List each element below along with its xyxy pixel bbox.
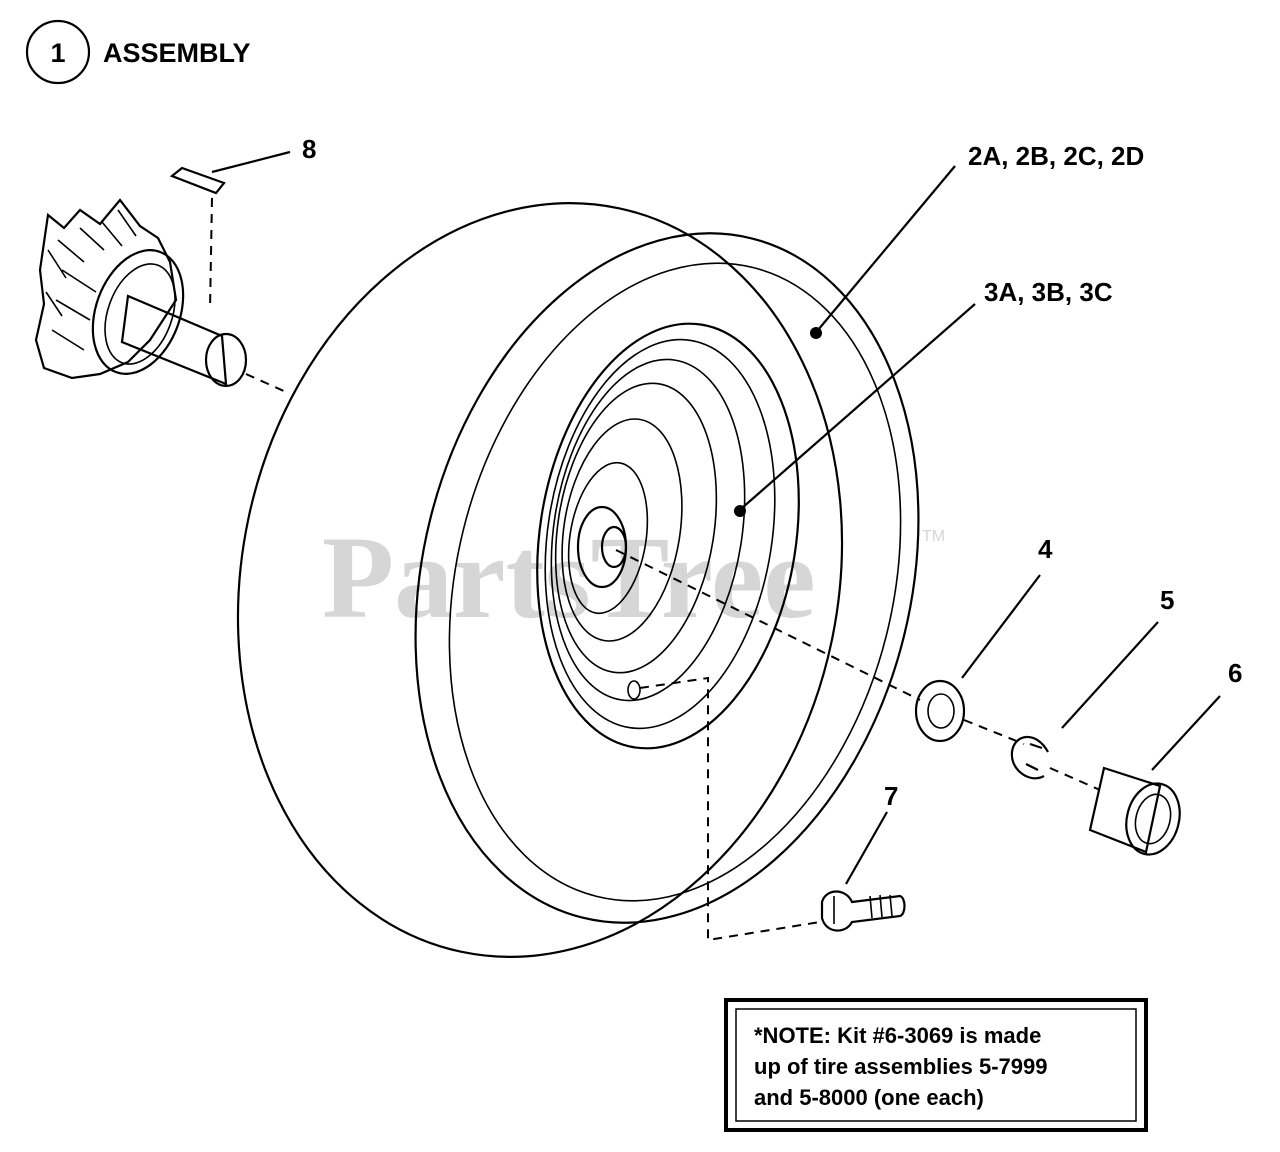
leader-2: [817, 165, 956, 331]
valve-hole: [627, 680, 641, 700]
washer-outer: [914, 679, 966, 743]
key-shape: [169, 166, 226, 195]
bushing-part: [1088, 766, 1181, 856]
note-line-1: *NOTE: Kit #6-3069 is made: [754, 1023, 1041, 1048]
leader-lines: [211, 150, 1221, 885]
leader-6: [1151, 695, 1221, 771]
note-border-inner: [735, 1008, 1137, 1122]
clip-shape: [1010, 735, 1049, 780]
callout-4: 4: [1038, 534, 1053, 564]
assembly-title: ASSEMBLY: [103, 38, 251, 68]
watermark-trademark: TM: [922, 528, 945, 545]
washer-to-clip-dash: [963, 719, 1025, 745]
callout-8: 8: [302, 134, 316, 164]
leader-3: [741, 303, 976, 509]
bushing-face-inner: [1134, 793, 1172, 845]
valve-hole-dash: [639, 676, 821, 942]
wheel-rim-drawing: [536, 322, 800, 750]
washer-inner: [927, 693, 955, 729]
gear-tooth-lines: [45, 209, 137, 351]
gear-body: [34, 198, 178, 380]
note-line-3: and 5-8000 (one each): [754, 1085, 984, 1110]
rim-ring-5: [567, 461, 649, 615]
rim-outer: [536, 322, 800, 750]
bushing-body: [1088, 766, 1162, 854]
assembly-header: 1 ASSEMBLY: [25, 19, 251, 85]
watermark-text: PartsTree: [322, 512, 816, 643]
valve-stem-body: [820, 890, 906, 932]
axle-to-wheel-dash: [245, 373, 287, 393]
assembly-number-circle: [25, 19, 91, 85]
bearing-flange-inner: [104, 263, 176, 365]
axle-assembly-drawing: [34, 198, 248, 388]
valve-stem-threads: [833, 894, 893, 924]
leader-2-dot: [810, 327, 822, 339]
rim-ring-3: [554, 382, 718, 674]
rim-ring-2: [550, 358, 746, 702]
callout-2: 2A, 2B, 2C, 2D: [968, 141, 1144, 171]
tire-drawing: [236, 202, 920, 958]
tire-outer-face: [414, 232, 920, 924]
note-line-2: up of tire assemblies 5-7999: [754, 1054, 1047, 1079]
callout-7: 7: [884, 781, 898, 811]
bearing-flange: [91, 249, 185, 375]
hub-to-washer-dash: [615, 549, 921, 701]
callout-6: 6: [1228, 658, 1242, 688]
rim-ring-1: [544, 338, 776, 730]
assembly-number: 1: [50, 38, 65, 68]
axle-shaft: [120, 294, 228, 386]
callout-labels: 8 2A, 2B, 2C, 2D 3A, 3B, 3C 4 5 6 7: [302, 134, 1242, 811]
leader-8: [211, 150, 291, 174]
callout-3: 3A, 3B, 3C: [984, 277, 1113, 307]
leader-4: [961, 574, 1041, 679]
key-to-axle-dash: [209, 197, 213, 311]
axle-end: [204, 332, 248, 388]
alignment-lines: [209, 197, 1101, 942]
key-part: [169, 166, 226, 195]
valve-stem-part: [820, 890, 906, 932]
rim-ring-4: [561, 418, 683, 642]
callout-5: 5: [1160, 585, 1174, 615]
retaining-clip-part: [1010, 735, 1049, 780]
leader-5: [1061, 621, 1159, 729]
note-box: *NOTE: Kit #6-3069 is made up of tire as…: [724, 998, 1148, 1132]
tire-back-edge: [236, 202, 844, 958]
leader-7: [845, 811, 888, 885]
washer-part: [914, 679, 966, 743]
clip-to-bushing-dash: [1049, 767, 1101, 791]
hub-bore: [600, 525, 628, 569]
bushing-face: [1125, 782, 1181, 856]
tire-inner-bead: [448, 262, 902, 902]
leader-3-dot: [734, 505, 746, 517]
note-border-outer: [724, 998, 1148, 1132]
